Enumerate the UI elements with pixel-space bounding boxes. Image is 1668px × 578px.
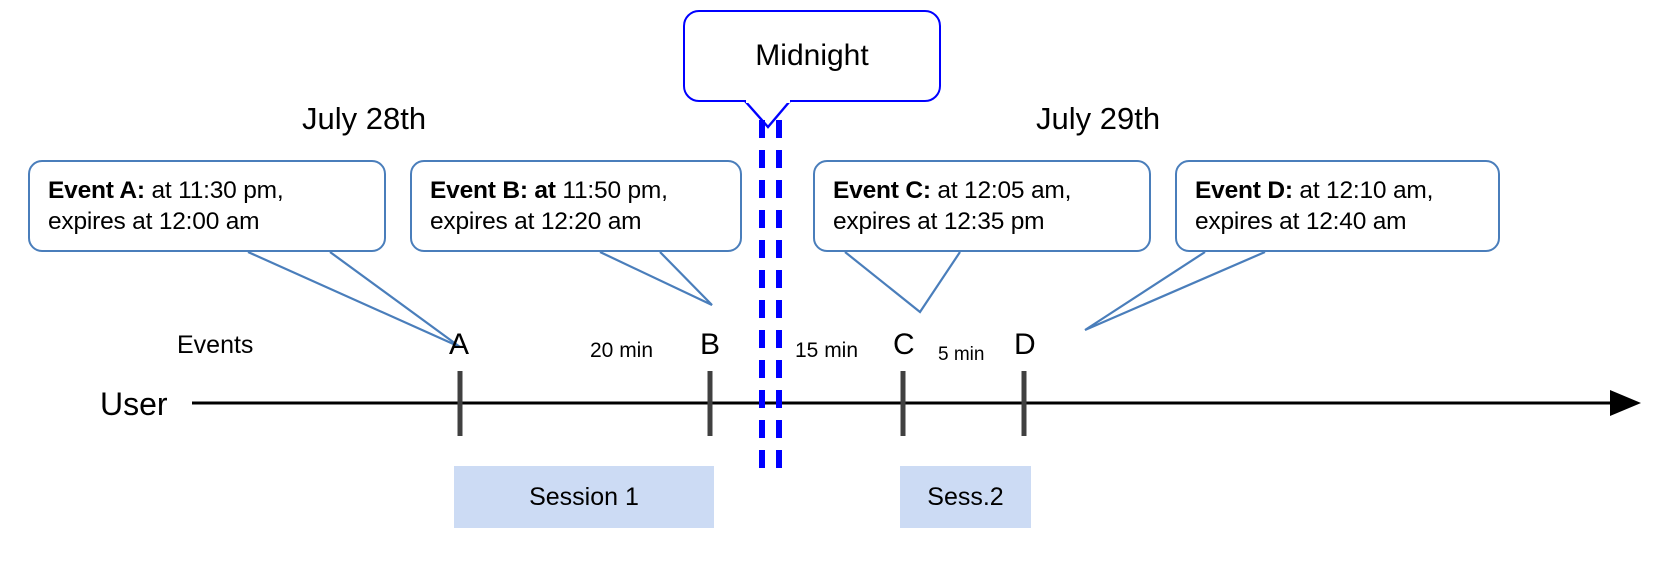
session-1-label: Session 1 <box>529 482 639 511</box>
tick-label-a: A <box>449 328 470 361</box>
callout-event-c-line1: at 12:05 am, <box>930 176 1072 204</box>
session-box-1: Session 1 <box>454 466 714 528</box>
callout-event-b-line1: 11:50 pm, <box>555 176 668 204</box>
callout-event-c-line2: expires at 12:35 pm <box>833 208 1045 235</box>
midnight-label: Midnight <box>755 39 869 72</box>
events-row-label: Events <box>177 331 254 359</box>
callout-d-tail <box>1084 250 1266 332</box>
callout-event-a-bold: Event A: <box>48 176 145 204</box>
callout-event-c-bold: Event C: <box>833 176 931 204</box>
callout-event-d-line1: at 12:10 am, <box>1292 176 1434 204</box>
session-2-label: Sess.2 <box>927 482 1004 511</box>
callout-c-tail <box>844 251 961 314</box>
callout-event-b-text: Event B: at 11:50 pm, expires at 12:20 a… <box>430 175 668 238</box>
session-box-2: Sess.2 <box>900 466 1031 528</box>
callout-a-tail <box>247 250 461 349</box>
callout-event-c: Event C: at 12:05 am, expires at 12:35 p… <box>813 160 1151 252</box>
callout-event-b-bold: Event B: at <box>430 176 556 204</box>
tick-label-c: C <box>893 328 915 361</box>
callout-event-d-text: Event D: at 12:10 am, expires at 12:40 a… <box>1195 175 1433 238</box>
callout-event-c-text: Event C: at 12:05 am, expires at 12:35 p… <box>833 175 1071 238</box>
callout-b-tail <box>599 251 713 306</box>
midnight-callout: Midnight <box>683 10 941 102</box>
callout-event-a-line2: expires at 12:00 am <box>48 208 260 235</box>
callout-event-d-line2: expires at 12:40 am <box>1195 208 1407 235</box>
callout-event-d: Event D: at 12:10 am, expires at 12:40 a… <box>1175 160 1500 252</box>
callout-event-a: Event A: at 11:30 pm, expires at 12:00 a… <box>28 160 386 252</box>
date-label-right: July 29th <box>1036 101 1161 136</box>
interval-label-cd: 5 min <box>938 344 985 365</box>
callout-event-b: Event B: at 11:50 pm, expires at 12:20 a… <box>410 160 742 252</box>
tick-label-b: B <box>700 328 721 361</box>
callout-event-b-line2: expires at 12:20 am <box>430 208 642 235</box>
callout-event-a-line1: at 11:30 pm, <box>144 176 284 204</box>
interval-label-ab: 20 min <box>590 339 654 362</box>
tick-label-d: D <box>1014 328 1036 361</box>
date-label-left: July 28th <box>302 101 427 136</box>
user-row-label: User <box>100 386 168 422</box>
callout-event-d-bold: Event D: <box>1195 176 1293 204</box>
callout-event-a-text: Event A: at 11:30 pm, expires at 12:00 a… <box>48 175 284 238</box>
midnight-tail <box>744 100 791 129</box>
timeline-arrowhead <box>1610 390 1641 416</box>
interval-label-bc: 15 min <box>795 339 859 362</box>
